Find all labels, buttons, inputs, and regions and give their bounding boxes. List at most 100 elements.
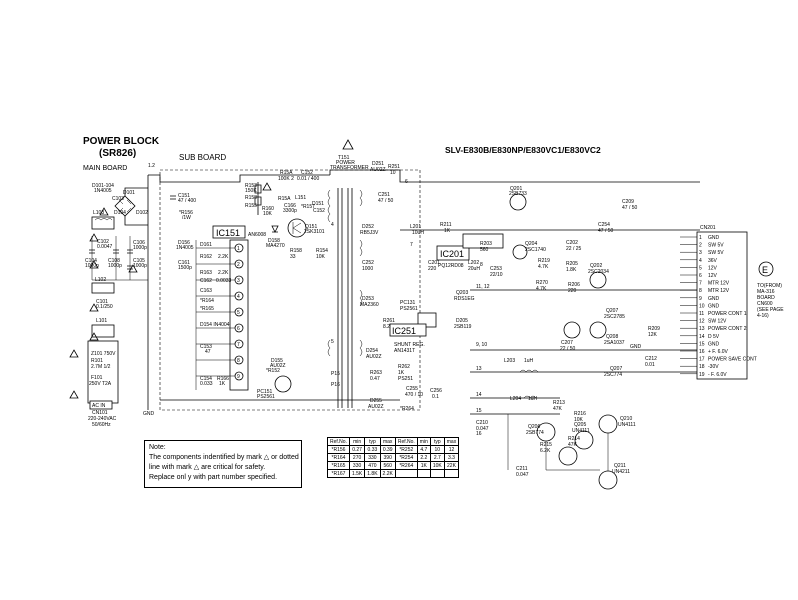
label-r158: R158: [245, 195, 257, 201]
table-cell: 2.2K: [379, 469, 396, 478]
safety-triangle-icon: △: [193, 464, 200, 471]
label-f101: F101: [91, 375, 103, 381]
label-c162-val: 0.0033: [216, 278, 232, 284]
l103-choke: [91, 216, 115, 230]
svg-text:4: 4: [237, 294, 240, 300]
label-pin-5: 5: [331, 339, 334, 345]
table-cell: [394, 469, 418, 478]
ic151-label-box: [212, 225, 246, 239]
secondary-rails: [470, 289, 700, 415]
label-r264: *R264: [400, 406, 414, 412]
label-c251: C251: [378, 192, 390, 198]
label-r166-val: 1K: [219, 381, 226, 387]
title-model-code: (SR826): [99, 148, 136, 159]
label-transformer-2: TRANSFORMER: [330, 165, 369, 171]
label-r156: *R156: [179, 210, 193, 216]
label-r214-val: 47K: [568, 442, 578, 448]
label-ac-voltage: 220-240VAC: [88, 416, 117, 422]
label-d101-part: 1N4005: [94, 188, 112, 194]
safety-mark-icon: [69, 139, 354, 399]
label-c152b: C152: [313, 208, 325, 214]
label-d254: D254: [366, 348, 378, 354]
label-q205-part: UN4111: [572, 428, 590, 434]
table-header-cell: typ: [429, 437, 445, 446]
ic251-label-box: [389, 323, 427, 337]
cn201-pin-number: 14: [699, 334, 705, 340]
label-node-7: 7: [410, 242, 413, 248]
label-c161: C161: [178, 260, 190, 266]
label-c153-val: 47: [205, 349, 211, 355]
label-node-13: 13: [476, 366, 482, 372]
table-header-cell: max: [443, 437, 460, 446]
label-c212-val: 0.01: [645, 362, 655, 368]
cn201-pin-number: 8: [699, 288, 702, 294]
label-c106-val: 1000p: [133, 245, 147, 251]
label-q151: Q151: [305, 224, 317, 230]
q201-transistor: [509, 193, 527, 211]
table-cell: 10: [429, 445, 445, 454]
q205-transistor: [574, 430, 594, 450]
label-c152-val: 0.01 / 400: [297, 176, 319, 182]
label-f101-rating: 250V T2A: [89, 381, 112, 387]
ic201-body: [462, 233, 504, 249]
label-q211: Q211: [614, 463, 626, 469]
label-c254: C254: [598, 222, 610, 228]
label-d252: D252: [362, 224, 374, 230]
table-cell: 0.39: [379, 445, 396, 454]
table-cell: *R264: [394, 461, 418, 470]
svg-text:5: 5: [237, 310, 240, 316]
cn201-pin-label: GND: [708, 341, 720, 347]
label-r216-val: 10K: [574, 417, 584, 423]
label-c256-val: 0.1: [432, 394, 439, 400]
label-d205: D205: [456, 318, 468, 324]
label-pin-4: 4: [331, 222, 334, 228]
label-q207-part: 2SC2785: [604, 314, 625, 320]
label-q204: Q204: [525, 241, 537, 247]
l101-choke: [91, 324, 115, 338]
label-r263-val: 0.47: [370, 376, 380, 382]
table-cell: [443, 469, 460, 478]
label-c255-val: 470 / 10: [405, 392, 423, 398]
table-cell: 3.3: [443, 453, 460, 462]
label-gnd-right: GND: [630, 344, 642, 350]
cn201-pin-label: POWER CONT 1: [708, 311, 747, 317]
label-q202-part: 2SC2034: [588, 269, 609, 275]
label-main-board: MAIN BOARD: [83, 165, 127, 172]
label-c256: C256: [430, 388, 442, 394]
table-header-cell: min: [348, 437, 366, 446]
label-ic251-name: SHUNT REG.: [394, 342, 425, 348]
cn201-pin-label: MTR 12V: [708, 288, 730, 294]
label-d251: D251: [372, 161, 384, 167]
table-cell: *R254: [394, 453, 418, 462]
cn201-pin-number: 10: [699, 303, 705, 309]
table-cell: 0.27: [348, 445, 366, 454]
label-r211: R211: [440, 222, 452, 228]
label-pc151: PC151: [257, 389, 273, 395]
control-wires: [507, 414, 609, 471]
label-q201-part: 2SB733: [509, 191, 527, 197]
table-cell: 0.33: [364, 445, 381, 454]
label-cn101: CN101: [92, 410, 108, 416]
label-ic201: IC201: [440, 249, 464, 259]
label-c210: C210: [476, 420, 488, 426]
label-c211: C211: [516, 466, 528, 472]
label-r158b-val: 33: [290, 254, 296, 260]
cn201-pin-label: GND: [708, 296, 720, 302]
label-r101-val: 2.7M 1/2: [91, 364, 111, 370]
label-c161-val: 1500p: [178, 265, 192, 271]
dest-marker-circle: [758, 261, 774, 277]
label-q211-part: UN4211: [612, 469, 630, 475]
label-models: SLV-E830B/E830NP/E830VC1/E830VC2: [445, 145, 601, 155]
label-c151: C151: [178, 193, 190, 199]
label-node-16: 16: [476, 431, 482, 437]
label-r270: R270: [536, 280, 548, 286]
label-r165: *R165: [200, 306, 214, 312]
q205b-transistor: [558, 446, 578, 466]
label-d155: D155: [271, 358, 283, 364]
label-q207b-part: 2SC774: [604, 372, 622, 378]
svg-text:3: 3: [237, 278, 240, 284]
label-d156-part: 1N4005: [176, 245, 194, 251]
